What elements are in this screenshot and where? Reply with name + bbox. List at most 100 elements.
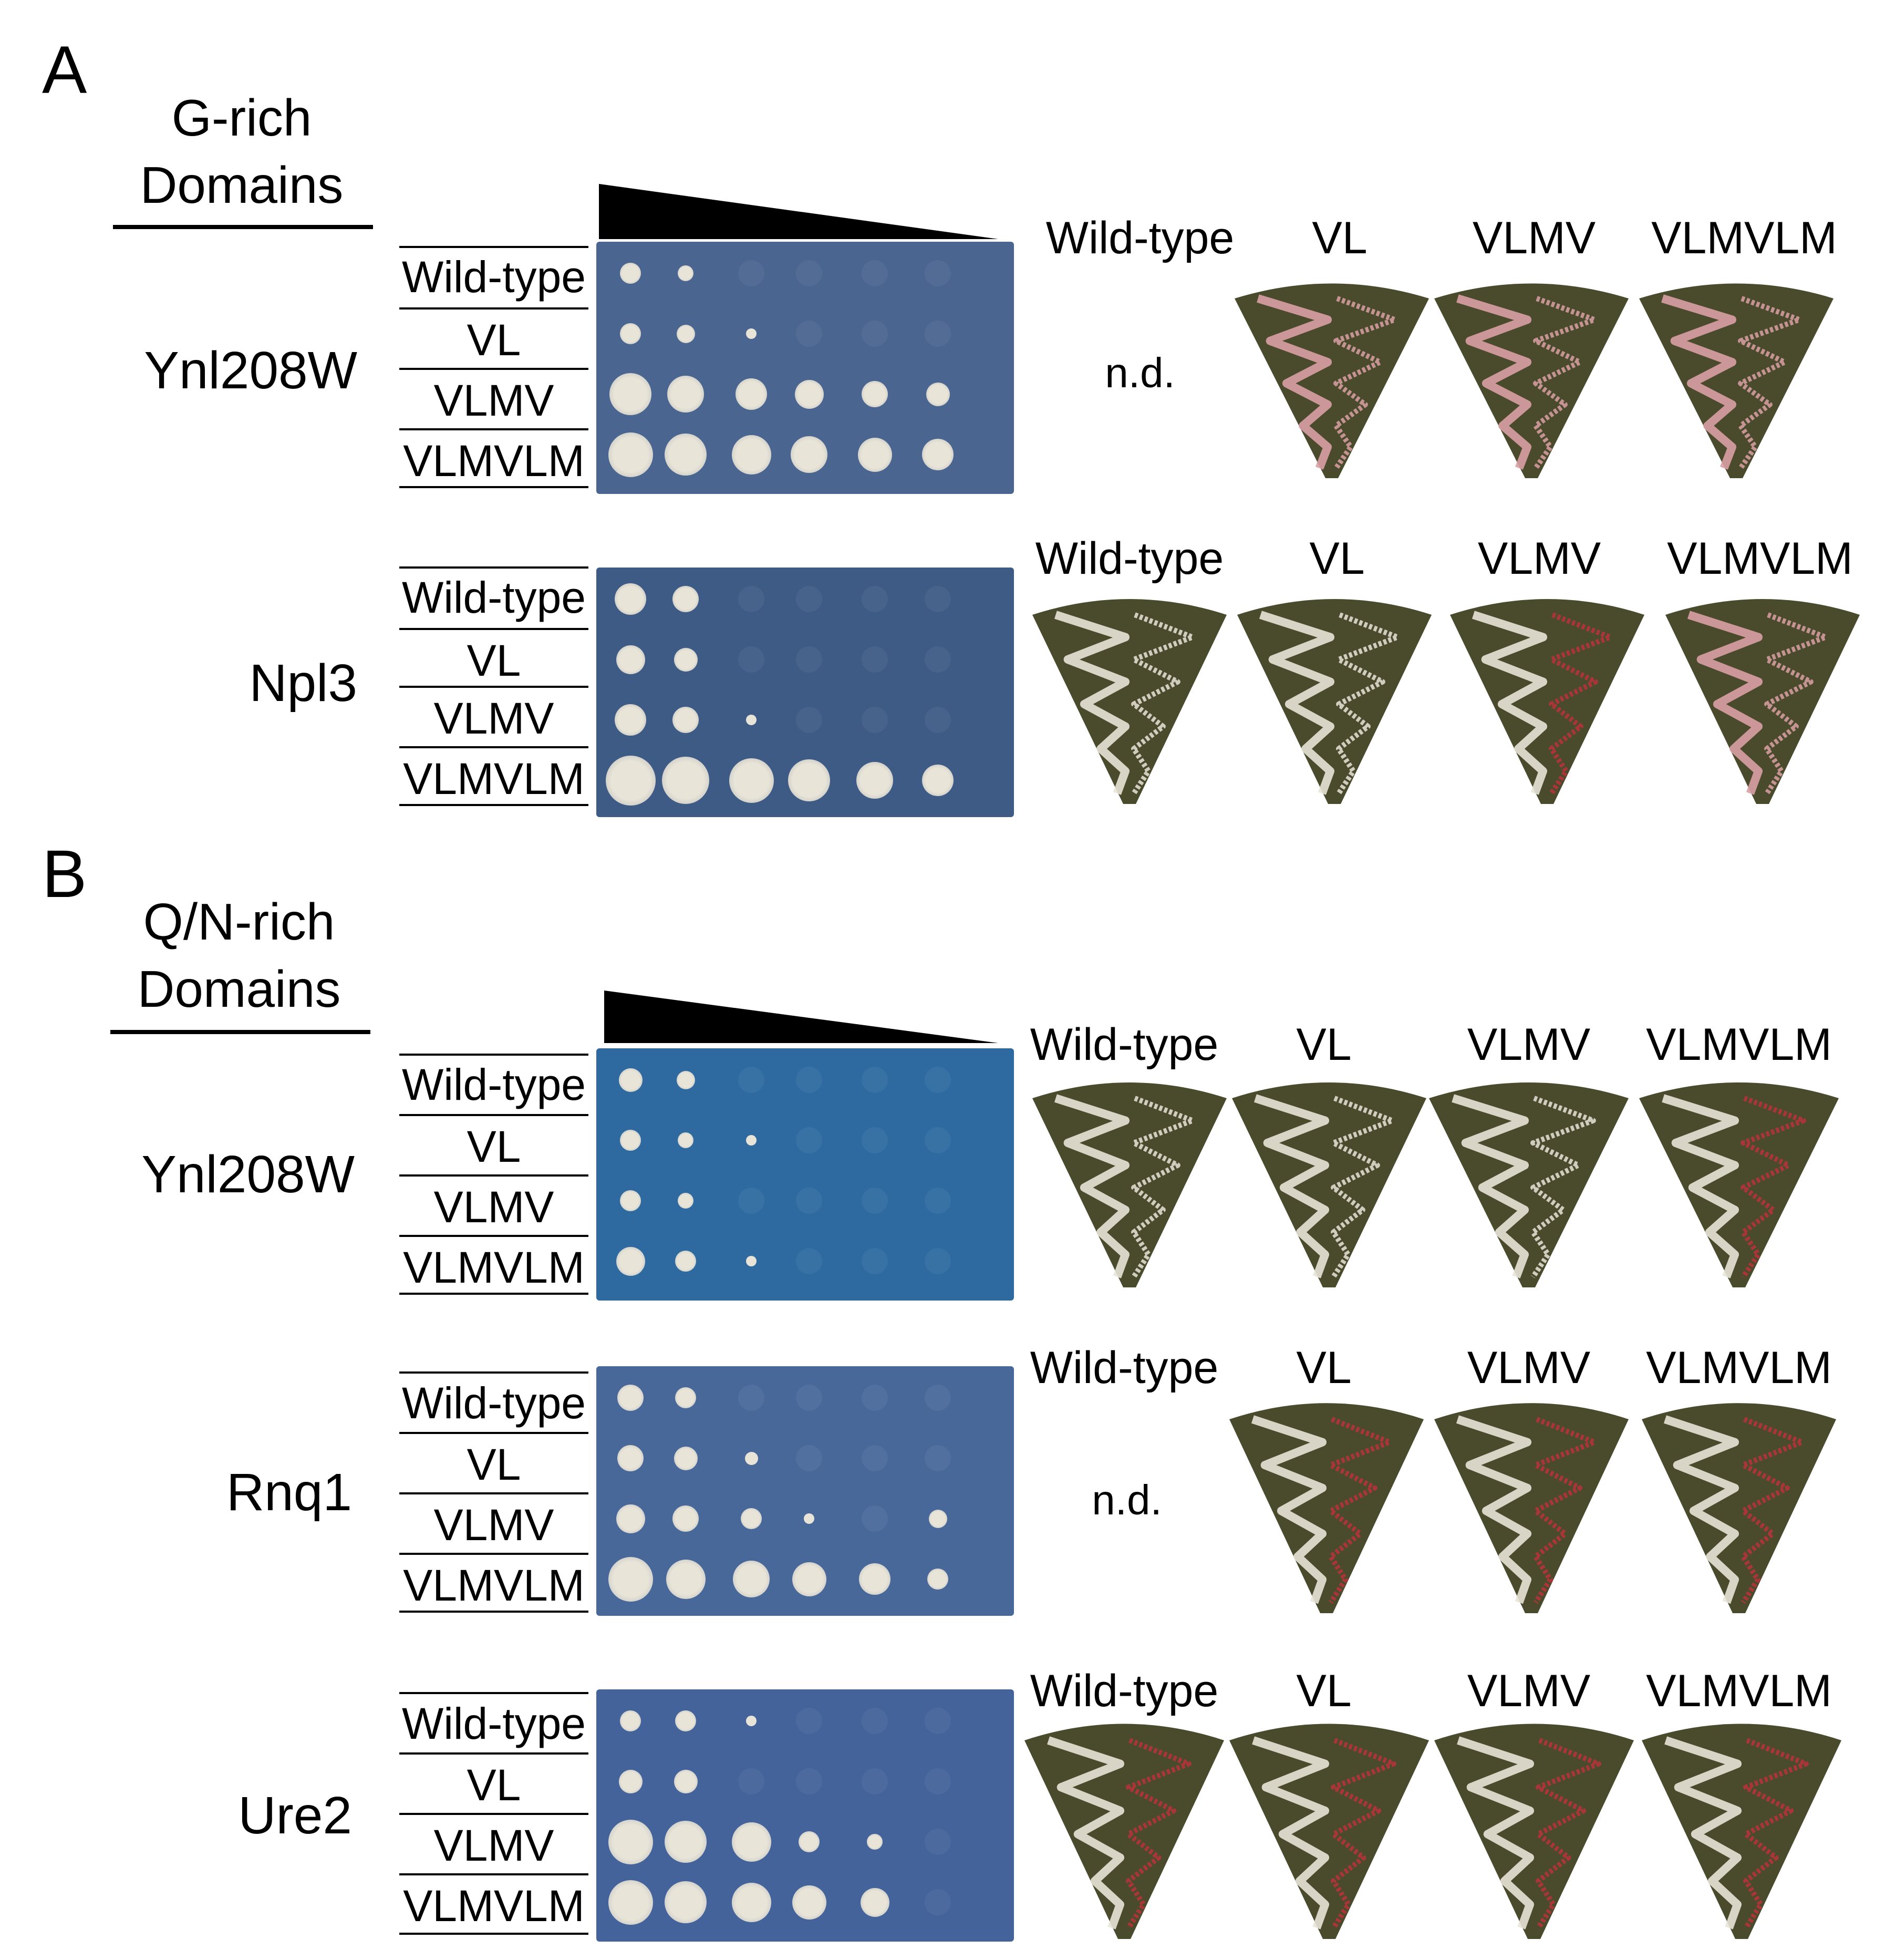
colony-spot [665, 434, 707, 476]
colony-spot [796, 321, 822, 347]
colony-spot [796, 646, 822, 673]
streak-plate-sector [1024, 1724, 1224, 1939]
colony-spot [746, 715, 757, 725]
colony-spot [796, 1768, 822, 1794]
streak-plate-sector [1229, 1724, 1429, 1939]
streak-plate-sector [1450, 599, 1644, 804]
panel-a-heading-rule [113, 225, 373, 229]
panel-letter-a: A [42, 33, 87, 108]
colony-spot [618, 1068, 643, 1092]
row-label: VL [467, 315, 521, 365]
colony-spot [738, 586, 764, 612]
colony-spot [672, 707, 699, 733]
streak-column-label: Wild-type [1035, 533, 1224, 584]
colony-spot [738, 1385, 764, 1411]
streak-column-label: Wild-type [1030, 1666, 1219, 1716]
colony-spot [925, 1445, 951, 1471]
colony-spot [862, 1505, 888, 1532]
colony-spot [746, 1716, 757, 1726]
spot-plate-b-ynl208w [596, 1048, 1014, 1301]
row-label: Wild-type [401, 252, 586, 302]
colony-spot [620, 263, 641, 284]
streak-column-label: VL [1296, 1019, 1352, 1070]
row-label: VLMVLM [403, 436, 585, 486]
colony-spot [796, 1445, 822, 1471]
colony-spot [928, 1509, 947, 1528]
streak-column-label: VLMVLM [1646, 1343, 1832, 1393]
colony-spot [862, 1385, 888, 1411]
row-label: VLMV [433, 1821, 554, 1870]
colony-spot [618, 1769, 643, 1793]
colony-spot [925, 1248, 951, 1274]
colony-spot [738, 1768, 764, 1794]
streak-plate-sector [1237, 599, 1432, 804]
colony-spot [746, 1135, 757, 1146]
colony-spot [608, 432, 653, 477]
colony-spot [862, 1188, 888, 1214]
colony-spot [666, 1559, 706, 1599]
colony-spot [796, 1708, 822, 1734]
colony-spot [925, 1768, 951, 1794]
colony-spot [862, 321, 888, 347]
colony-spot [925, 1067, 951, 1093]
colony-spot [925, 707, 951, 733]
colony-spot [731, 1882, 771, 1922]
streak-column-label: VLMV [1467, 1343, 1591, 1393]
colony-spot [665, 1821, 707, 1863]
row-label: VLMVLM [403, 754, 585, 803]
colony-spot [620, 323, 641, 344]
colony-spot [729, 758, 774, 803]
streak-column-label: VL [1312, 213, 1368, 263]
colony-spot [862, 707, 888, 733]
colony-spot [738, 1067, 764, 1093]
colony-spot [792, 1562, 826, 1596]
streak-column-label: VLMVLM [1646, 1666, 1832, 1716]
colony-spot [675, 1387, 696, 1408]
colony-spot [796, 1248, 822, 1274]
colony-spot [678, 1193, 693, 1209]
streak-plate-sector [1232, 1082, 1426, 1287]
protein-label-a-ynl208w: Ynl208W [144, 341, 357, 400]
panel-b-heading-line1: Q/N-rich [143, 893, 335, 951]
row-label: VL [467, 1440, 521, 1489]
row-label: Wild-type [401, 1378, 586, 1428]
row-label: Wild-type [401, 1060, 586, 1109]
colony-spot [615, 583, 646, 615]
colony-spot [860, 1887, 889, 1917]
streak-plate-sector [1642, 1403, 1836, 1613]
colony-spot [662, 757, 709, 804]
streak-column-label: VLMVLM [1646, 1019, 1832, 1070]
row-label: Wild-type [401, 1699, 586, 1748]
colony-spot [672, 586, 699, 612]
colony-spot [925, 1188, 951, 1214]
colony-spot [608, 1819, 653, 1864]
colony-spot [925, 260, 951, 286]
colony-spot [674, 647, 698, 672]
streak-plate-sector [1639, 283, 1834, 478]
colony-spot [616, 1246, 645, 1276]
streak-column-label: VL [1309, 533, 1365, 584]
colony-spot [925, 1889, 951, 1915]
colony-spot [788, 759, 830, 801]
colony-spot [674, 1769, 698, 1793]
colony-spot [926, 382, 950, 406]
dilution-wedge-b1 [604, 991, 998, 1043]
colony-spot [925, 646, 951, 673]
row-label: VL [467, 1760, 521, 1810]
streak-plate-sector [1429, 1082, 1629, 1287]
colony-spot [617, 1385, 644, 1411]
colony-spot [925, 1385, 951, 1411]
row-label: VLMVLM [403, 1561, 585, 1610]
row-label: VLMVLM [403, 1243, 585, 1292]
colony-spot [744, 1451, 758, 1465]
colony-spot [675, 1251, 696, 1272]
colony-spot [862, 1127, 888, 1153]
colony-spot [794, 379, 824, 409]
protein-label-b-ure2: Ure2 [238, 1786, 352, 1845]
colony-spot [675, 1710, 696, 1731]
protein-label-b-rnq1: Rnq1 [226, 1463, 352, 1522]
colony-spot [746, 1256, 757, 1266]
colony-spot [736, 378, 767, 410]
row-label: VL [467, 1122, 521, 1171]
